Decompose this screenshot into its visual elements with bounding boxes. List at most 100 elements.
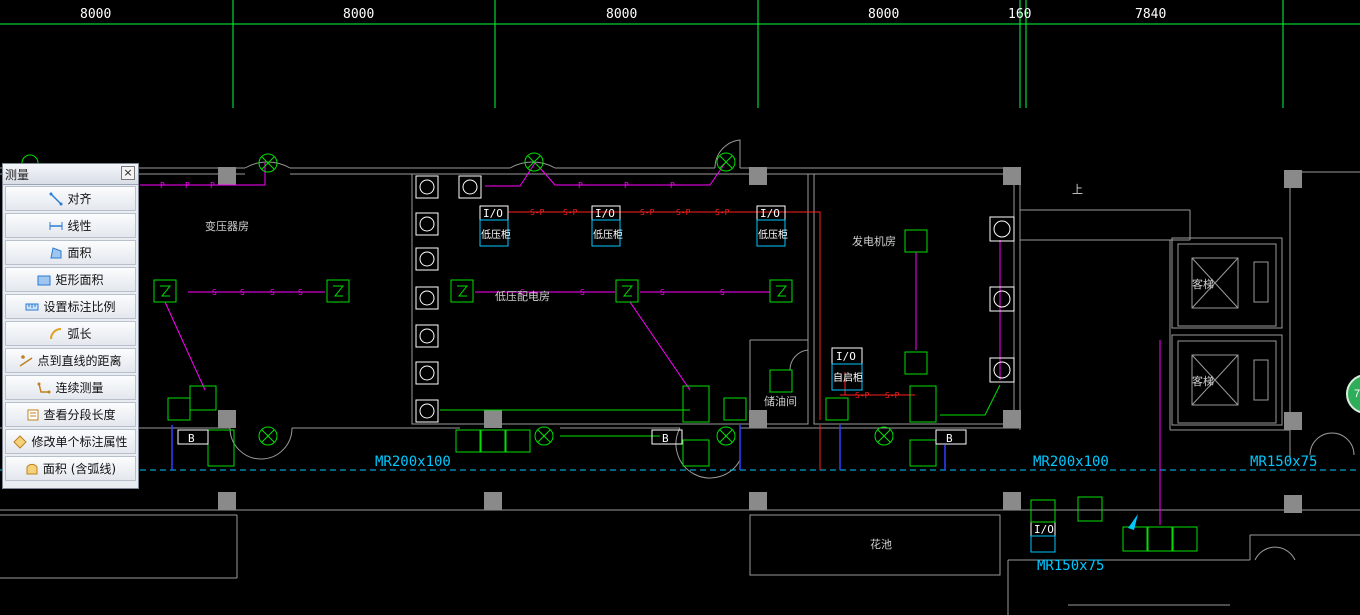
duct-label: MR200x100 <box>375 454 451 470</box>
s-marker: S <box>212 288 217 297</box>
sp-marker: S-P <box>855 391 870 400</box>
continuous-icon <box>37 382 51 393</box>
cursor-arrow <box>1128 514 1138 530</box>
columns <box>218 167 1302 513</box>
badge-text: 74 <box>1354 388 1360 400</box>
lv-cabinet-label: 低压柜 <box>593 228 623 241</box>
room-label: 储油间 <box>764 394 797 408</box>
rect-area-button[interactable]: 矩形面积 <box>5 267 136 292</box>
sp-marker: S-P <box>885 391 900 400</box>
b-label: B <box>946 432 953 445</box>
continuous-button[interactable]: 连续测量 <box>5 375 136 400</box>
sp-marker: S-P <box>676 208 691 217</box>
lv-cabinet-label: 低压柜 <box>481 228 511 241</box>
io-label: I/O <box>760 207 780 220</box>
duct-labels: MR200x100 MR200x100 MR150x75 MR150x75 <box>375 454 1317 574</box>
duct-label: MR150x75 <box>1037 558 1104 574</box>
dim-label: 8000 <box>606 7 637 22</box>
io-label: I/O <box>1034 523 1054 536</box>
duct-label: MR200x100 <box>1033 454 1109 470</box>
s-marker: S <box>660 288 665 297</box>
area-button[interactable]: 面积 <box>5 240 136 265</box>
sp-markers: S-P S-P S-P S-P S-P S-P S-P <box>530 208 900 400</box>
p-circuits <box>140 162 1161 525</box>
point-line-label: 点到直线的距离 <box>37 354 122 368</box>
align-icon <box>49 192 63 205</box>
room-label: 低压配电房 <box>495 290 550 303</box>
room-label: 客梯 <box>1192 374 1214 388</box>
point-line-button[interactable]: 点到直线的距离 <box>5 348 136 373</box>
continuous-label: 连续测量 <box>55 381 104 395</box>
detectors <box>415 175 1015 423</box>
room-label: 客梯 <box>1192 277 1214 291</box>
dimension-labels: 8000 8000 8000 8000 160 7840 <box>80 7 1166 22</box>
blue-lines <box>171 425 946 470</box>
scale-label: 设置标注比例 <box>43 300 116 314</box>
arc-label: 弧长 <box>67 327 92 341</box>
arc-button[interactable]: 弧长 <box>5 321 136 346</box>
dimension-lines <box>0 0 1360 108</box>
b-label: B <box>662 432 669 445</box>
area-label: 面积 <box>67 246 92 260</box>
edit-dim-icon <box>13 434 28 449</box>
sp-marker: S-P <box>563 208 578 217</box>
align-button[interactable]: 对齐 <box>5 186 136 211</box>
measure-panel-title: 测量 <box>5 168 30 182</box>
duct-label: MR150x75 <box>1250 454 1317 470</box>
io-labels: I/O 低压柜 I/O 低压柜 I/O 低压柜 I/O 自启柜 I/O <box>481 207 1054 536</box>
dim-label: 8000 <box>343 7 374 22</box>
p-marker: P <box>160 181 165 190</box>
edit-dim-button[interactable]: 修改单个标注属性 <box>5 429 136 454</box>
lv-cabinet-label: 低压柜 <box>758 228 788 241</box>
rect-area-icon <box>37 275 51 285</box>
b-label: B <box>188 432 195 445</box>
s-marker: S <box>240 288 245 297</box>
close-button[interactable]: × <box>121 166 135 180</box>
room-label: 变压器房 <box>205 219 249 233</box>
align-label: 对齐 <box>67 192 92 206</box>
measure-tool-list: 对齐 线性 面积 矩形面积 设置标注比例 弧长 点到直线的距离 连续测量 <box>5 186 136 483</box>
self-start-label: 自启柜 <box>833 371 863 384</box>
dim-label: 7840 <box>1135 7 1166 22</box>
area-icon <box>50 246 62 258</box>
room-label: 发电机房 <box>852 234 896 248</box>
room-label: 花池 <box>870 538 892 551</box>
s-marker: S <box>520 288 525 297</box>
p-marker: P <box>624 181 629 190</box>
scale-icon <box>25 303 39 310</box>
io-boxes <box>479 205 1056 553</box>
s-marker: S <box>298 288 303 297</box>
s-marker: S <box>270 288 275 297</box>
p-marker: P <box>185 181 190 190</box>
linear-button[interactable]: 线性 <box>5 213 136 238</box>
p-marker: P <box>670 181 675 190</box>
sp-marker: S-P <box>640 208 655 217</box>
point-line-icon <box>20 354 33 367</box>
scale-button[interactable]: 设置标注比例 <box>5 294 136 319</box>
dim-label: 160 <box>1008 7 1031 22</box>
segment-button[interactable]: 查看分段长度 <box>5 402 136 427</box>
dim-label: 8000 <box>80 7 111 22</box>
sp-marker: S-P <box>530 208 545 217</box>
p-marker: P <box>210 181 215 190</box>
io-label: I/O <box>595 207 615 220</box>
linear-icon <box>49 221 63 230</box>
arc-area-icon <box>26 463 38 474</box>
p-markers: P P P P P P S S S S S S S S <box>160 181 725 297</box>
arc-area-button[interactable]: 面积 (含弧线) <box>5 456 136 481</box>
arc-area-label: 面积 (含弧线) <box>42 462 117 476</box>
p-marker: P <box>578 181 583 190</box>
measure-panel-titlebar[interactable]: 测量 × <box>3 164 138 185</box>
fixtures <box>21 152 894 446</box>
edit-dim-label: 修改单个标注属性 <box>31 435 128 449</box>
segment-icon <box>27 409 39 420</box>
arc-icon <box>50 327 62 339</box>
sp-marker: S-P <box>715 208 730 217</box>
room-label: 上 <box>1072 183 1083 196</box>
sp-circuits <box>508 211 915 470</box>
io-label: I/O <box>483 207 503 220</box>
switch-boxes <box>153 229 1198 552</box>
linear-label: 线性 <box>67 219 92 233</box>
s-marker: S <box>720 288 725 297</box>
